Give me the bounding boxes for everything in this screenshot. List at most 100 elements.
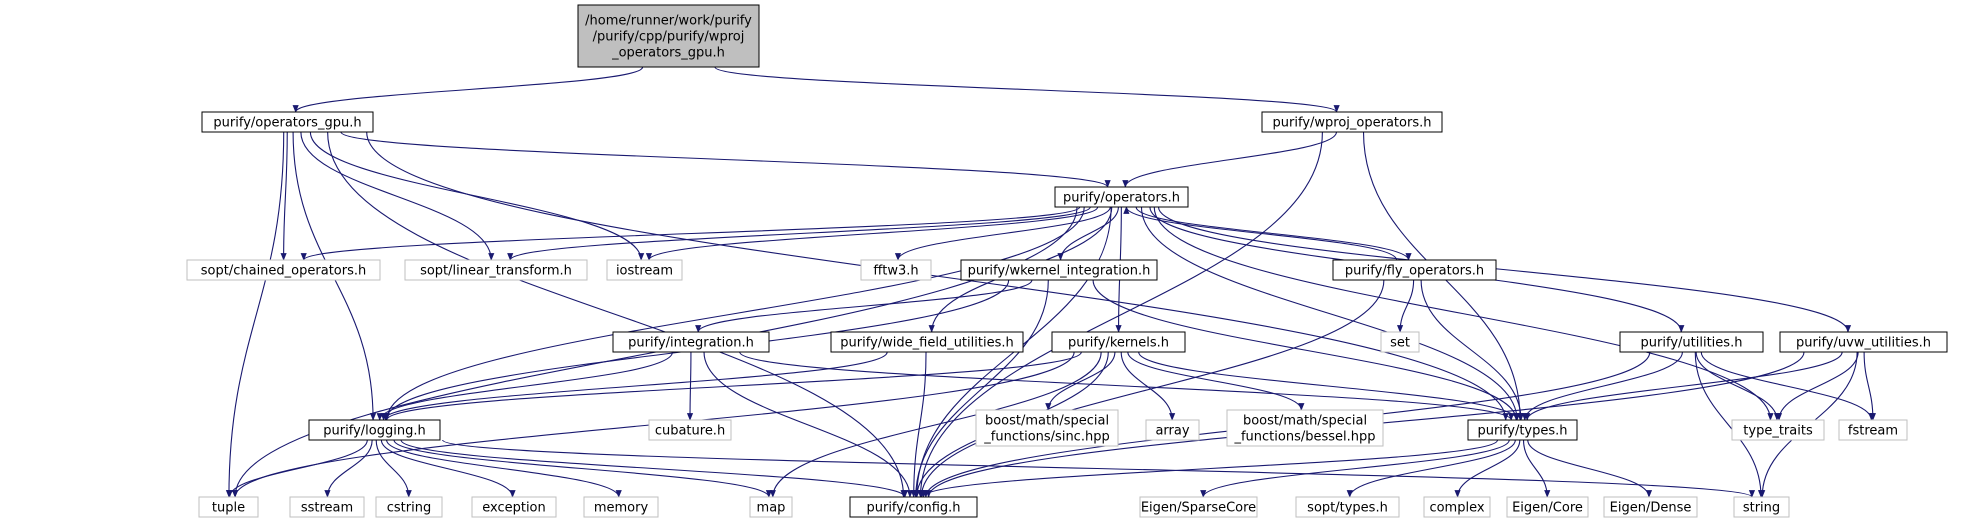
edge-utilities-to-type_traits: [1695, 351, 1781, 421]
node-memory: memory: [583, 496, 659, 518]
node-label: map: [757, 501, 786, 516]
node-box: [198, 496, 259, 518]
node-box: [289, 496, 365, 518]
node-label: iostream: [616, 264, 673, 279]
node-box: [1423, 496, 1491, 518]
node-box: [1332, 259, 1497, 281]
edge-logging-to-map: [393, 439, 772, 498]
edge-fly-to-config: [918, 279, 1385, 498]
edge-ops_gpu-to-types: [366, 131, 1509, 421]
node-box: [1261, 111, 1443, 133]
edge-operators-to-chained: [300, 206, 1081, 261]
node-chained: sopt/chained_operators.h: [186, 259, 381, 281]
node-fstream: fstream: [1838, 419, 1908, 441]
node-box: [975, 409, 1119, 447]
edge-ops_gpu-to-chained: [280, 131, 288, 261]
node-label: purify/kernels.h: [1068, 336, 1169, 351]
node-sstream: sstream: [289, 496, 365, 518]
edge-wkernel-to-integration: [695, 279, 1033, 333]
node-box: [648, 419, 732, 441]
node-ops_gpu[interactable]: purify/operators_gpu.h: [201, 111, 374, 133]
edge-logging-to-exception: [380, 439, 516, 498]
node-label: purify/uvw_utilities.h: [1796, 336, 1931, 351]
edge-kernels-to-bessel: [1127, 351, 1305, 411]
node-box: [1226, 409, 1384, 447]
node-label: Eigen/SparseCore: [1141, 501, 1256, 516]
node-box: [1506, 496, 1589, 518]
node-box: [404, 259, 588, 281]
node-kernels[interactable]: purify/kernels.h: [1051, 331, 1186, 353]
node-label: boost/math/special: [1243, 414, 1367, 429]
node-utilities[interactable]: purify/utilities.h: [1619, 331, 1764, 353]
edge-types-to-complex: [1454, 439, 1521, 498]
node-type_traits: type_traits: [1731, 419, 1825, 441]
node-label: purify/logging.h: [323, 424, 425, 439]
edge-kernels-to-array: [1120, 351, 1176, 421]
node-label: purify/wproj_operators.h: [1273, 116, 1432, 131]
edge-types-to-sparsecore: [1200, 439, 1510, 498]
edge-fly-to-set: [1396, 279, 1415, 333]
node-widefield[interactable]: purify/wide_field_utilities.h: [830, 331, 1024, 353]
edge-kernels-to-logging: [383, 351, 1082, 421]
node-eigen_dense: Eigen/Dense: [1603, 496, 1698, 518]
node-label: cubature.h: [655, 424, 725, 439]
edge-kernels-to-map: [769, 351, 1102, 498]
node-label: /purify/cpp/purify/wproj: [593, 30, 745, 45]
node-label: exception: [482, 501, 546, 516]
node-box: [1145, 419, 1200, 441]
edge-types-to-sopt_types: [1346, 439, 1516, 498]
node-box: [577, 4, 760, 68]
node-box: [1467, 419, 1578, 441]
edge-types-to-eigen_dense: [1527, 439, 1653, 498]
node-types[interactable]: purify/types.h: [1467, 419, 1578, 441]
node-integration[interactable]: purify/integration.h: [612, 331, 770, 353]
node-label: sopt/linear_transform.h: [420, 264, 572, 279]
node-box: [612, 331, 770, 353]
node-label: Eigen/Core: [1512, 501, 1583, 516]
node-label: _functions/bessel.hpp: [1233, 430, 1375, 445]
node-box: [1838, 419, 1908, 441]
node-label: memory: [594, 501, 649, 516]
node-label: purify/fly_operators.h: [1345, 264, 1484, 279]
node-label: sstream: [301, 501, 353, 516]
node-fly[interactable]: purify/fly_operators.h: [1332, 259, 1497, 281]
node-box: [830, 331, 1024, 353]
node-label: sopt/chained_operators.h: [201, 264, 366, 279]
node-wproj_ops[interactable]: purify/wproj_operators.h: [1261, 111, 1443, 133]
edge-kernels-to-sinc: [1045, 351, 1116, 411]
node-label: /home/runner/work/purify: [585, 14, 752, 29]
node-sopt_types: sopt/types.h: [1295, 496, 1400, 518]
node-cstring: cstring: [375, 496, 443, 518]
node-root[interactable]: /home/runner/work/purify/purify/cpp/puri…: [577, 4, 760, 68]
node-label: _functions/sinc.hpp: [983, 430, 1109, 445]
node-array: array: [1145, 419, 1200, 441]
edge-operators-to-type_traits: [1153, 206, 1774, 421]
edge-logging-to-sstream: [324, 439, 373, 498]
node-label: purify/config.h: [866, 501, 960, 516]
edge-root-to-wproj_ops: [714, 66, 1340, 113]
edge-utilities-to-fstream: [1700, 351, 1875, 421]
node-wkernel[interactable]: purify/wkernel_integration.h: [960, 259, 1158, 281]
edge-kernels-to-types: [1138, 351, 1520, 421]
node-label: purify/operators_gpu.h: [213, 116, 361, 131]
node-uvw[interactable]: purify/uvw_utilities.h: [1779, 331, 1948, 353]
node-fftw3: fftw3.h: [860, 259, 932, 281]
node-box: [471, 496, 557, 518]
node-box: [1779, 331, 1948, 353]
edge-ops_gpu-to-lintrans: [300, 131, 495, 261]
edge-logging-to-cstring: [375, 439, 412, 498]
node-string: string: [1733, 496, 1790, 518]
edge-utilities-to-types: [1521, 351, 1683, 421]
node-exception: exception: [471, 496, 557, 518]
node-box: [1731, 419, 1825, 441]
node-operators[interactable]: purify/operators.h: [1054, 186, 1189, 208]
node-config[interactable]: purify/config.h: [849, 496, 978, 518]
edge-ops_gpu-to-operators: [340, 131, 1111, 188]
node-box: [1051, 331, 1186, 353]
edge-fly-to-operators: [1123, 206, 1398, 261]
node-logging[interactable]: purify/logging.h: [308, 419, 441, 441]
edge-operators-to-wkernel: [1057, 206, 1119, 261]
node-label: purify/utilities.h: [1641, 336, 1743, 351]
node-box: [1619, 331, 1764, 353]
node-lintrans: sopt/linear_transform.h: [404, 259, 588, 281]
